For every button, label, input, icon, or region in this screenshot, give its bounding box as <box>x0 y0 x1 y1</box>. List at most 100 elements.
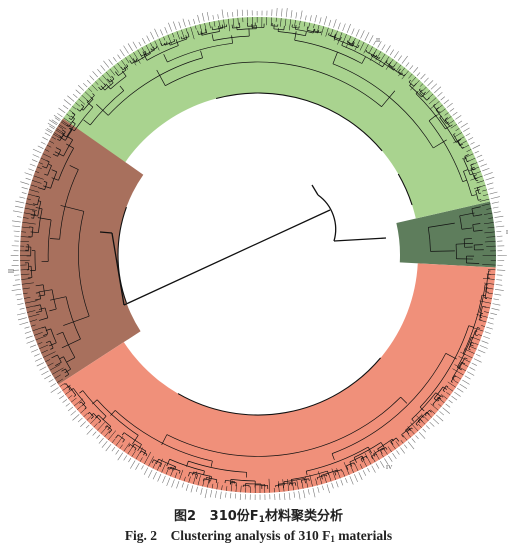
leaf-label <box>127 43 133 52</box>
branch-arc <box>479 306 483 318</box>
leaf-branch <box>104 430 111 438</box>
branch-stem <box>38 294 45 297</box>
branch-stem <box>90 416 94 420</box>
branch-stem <box>79 390 83 394</box>
branch-stem <box>210 476 212 482</box>
leaf-branch <box>75 102 81 107</box>
leaf-branch <box>381 453 384 458</box>
leaf-label <box>490 196 500 200</box>
leaf-label <box>32 154 40 158</box>
leaf-branch <box>213 21 216 27</box>
leaf-branch <box>482 264 496 266</box>
branch-stem <box>400 396 408 404</box>
leaf-label <box>75 89 81 95</box>
branch-stem <box>382 62 386 67</box>
figure-caption-english: Fig. 2 Clustering analysis of 310 F1 mat… <box>0 528 517 544</box>
branch-arc <box>462 295 483 354</box>
branch-stem <box>413 83 417 87</box>
leaf-label <box>42 136 48 141</box>
leaf-branch <box>131 450 136 457</box>
leaf-branch <box>91 84 98 91</box>
leaf-branch <box>466 149 472 152</box>
leaf-label <box>427 80 434 87</box>
branch-arc <box>479 313 482 320</box>
cluster-sectors <box>19 17 496 494</box>
leaf-label <box>32 148 42 154</box>
leaf-branch <box>324 476 327 483</box>
leaf-label <box>473 358 482 363</box>
leaf-branch <box>315 478 318 486</box>
branch-arc <box>167 42 233 63</box>
leaf-branch <box>202 478 205 487</box>
leaf-label <box>128 457 132 463</box>
leaf-label <box>48 379 54 383</box>
leaf-label <box>225 492 227 498</box>
branch-stem <box>425 414 427 416</box>
leaf-label <box>409 65 414 70</box>
leaf-label <box>483 172 493 176</box>
leaf-label <box>346 23 351 33</box>
branch-stem <box>385 60 388 63</box>
leaf-label <box>86 428 93 435</box>
leaf-label <box>123 45 129 54</box>
leaf-label <box>16 312 26 316</box>
leaf-branch <box>479 198 490 202</box>
branch-arc <box>65 129 73 141</box>
leaf-branch <box>211 483 214 489</box>
leaf-label <box>77 85 85 91</box>
leaf-label <box>462 379 470 385</box>
branch-stem <box>445 125 450 130</box>
leaf-label <box>100 65 106 71</box>
branch-stem <box>360 458 363 463</box>
leaf-label <box>381 44 386 51</box>
leaf-label <box>423 77 429 83</box>
leaf-branch <box>226 486 228 491</box>
leaf-branch <box>199 24 203 36</box>
branch-arc <box>141 53 147 57</box>
branch-stem <box>361 56 366 64</box>
leaf-branch <box>299 20 301 26</box>
leaf-branch <box>425 90 431 95</box>
leaf-branch <box>20 236 31 238</box>
leaf-branch <box>487 292 493 295</box>
leaf-branch <box>125 57 130 64</box>
branch-stem <box>444 117 448 120</box>
leaf-label <box>53 114 61 120</box>
leaf-label <box>67 406 74 412</box>
leaf-branch <box>436 104 443 110</box>
branch-stem <box>304 478 306 484</box>
branch-stem <box>365 456 368 459</box>
branch-stem <box>351 40 354 45</box>
branch-stem <box>34 298 41 301</box>
branch-stem <box>200 31 203 36</box>
branch-stem <box>178 470 181 474</box>
leaf-label <box>142 37 146 44</box>
leaf-label <box>19 321 29 326</box>
leaf-label <box>331 482 334 489</box>
leaf-label <box>230 492 232 499</box>
branch-arc <box>291 470 328 480</box>
leaf-label <box>63 99 72 106</box>
branch-arc <box>110 75 127 90</box>
branch-stem <box>331 453 335 461</box>
branch-stem <box>375 453 378 456</box>
leaf-label <box>26 340 35 344</box>
leaf-branch <box>52 133 61 139</box>
branch-arc <box>65 368 70 375</box>
main-branch-arc <box>117 206 127 304</box>
branch-stem <box>467 160 470 163</box>
leaf-branch <box>49 140 55 144</box>
leaf-branch <box>398 67 406 77</box>
leaf-branch <box>476 180 485 184</box>
branch-arc <box>104 82 114 91</box>
leaf-branch <box>483 311 489 313</box>
leaf-label <box>164 27 168 34</box>
branch-stem <box>76 108 81 112</box>
leaf-branch <box>270 17 272 27</box>
leaf-branch <box>232 18 235 28</box>
branch-arc <box>65 296 81 340</box>
branch-arc <box>168 467 174 470</box>
branch-stem <box>423 91 426 95</box>
branch-stem <box>215 479 218 483</box>
branch-stem <box>56 331 63 335</box>
